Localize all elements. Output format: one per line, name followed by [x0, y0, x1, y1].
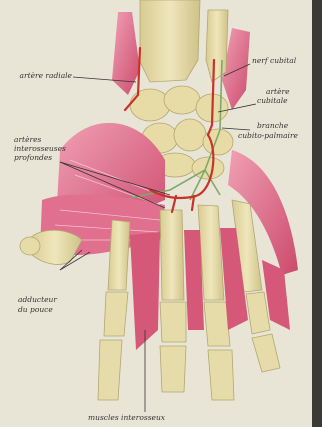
label-adductor-line1: adducteur: [18, 296, 57, 304]
page-edge: [312, 0, 322, 427]
label-deep-arteries-line3: profondes: [14, 154, 52, 162]
label-radial-artery: artère radiale: [4, 72, 72, 80]
thumb-tip: [20, 237, 40, 255]
label-ulnar-artery-line2: cubitale: [257, 97, 288, 105]
label-palmar-branch-line1: branche: [257, 122, 288, 130]
ulna-bone: [206, 10, 228, 82]
label-ulnar-artery-line1: artère: [266, 88, 290, 96]
label-ulnar-nerve: nerf cubital: [252, 57, 296, 65]
label-deep-arteries-line1: artères: [14, 136, 41, 144]
radius-bone: [140, 0, 200, 82]
label-deep-arteries-line2: interosseuses: [14, 145, 66, 153]
radial-tendon: [112, 12, 140, 95]
label-interosseous-muscles: muscles interosseux: [88, 414, 165, 422]
label-adductor-line2: du pouce: [18, 306, 53, 314]
label-palmar-branch-line2: cubito-palmaire: [238, 132, 298, 140]
